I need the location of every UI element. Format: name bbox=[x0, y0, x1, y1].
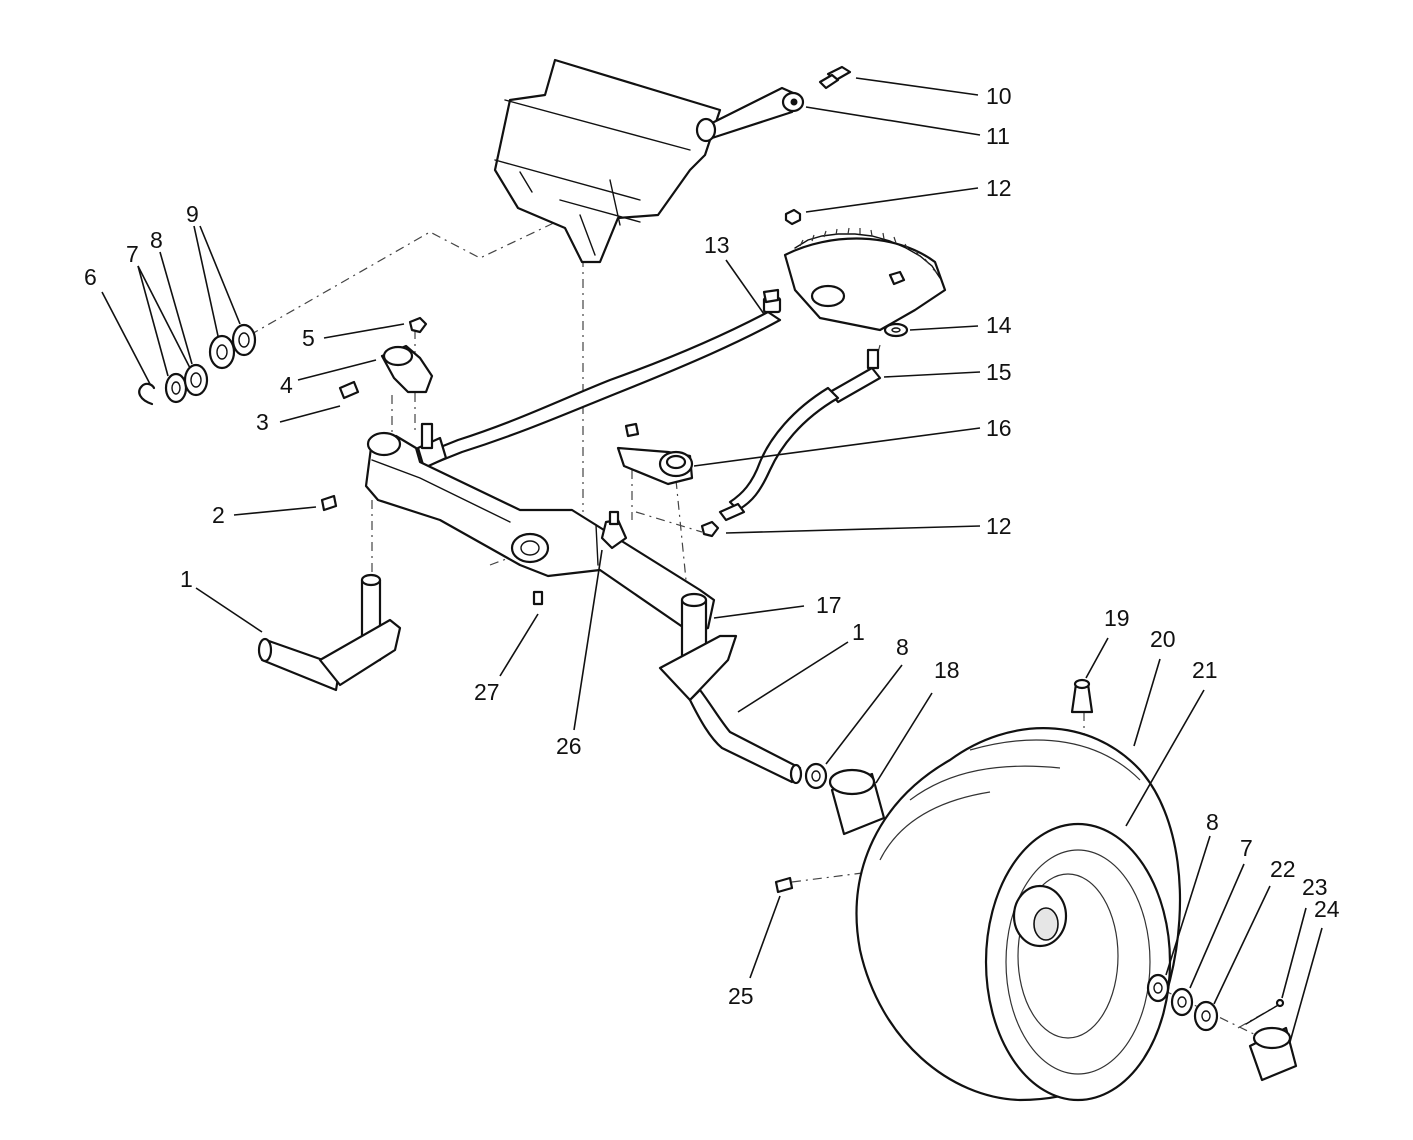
spindle-17-right bbox=[658, 592, 803, 785]
valve-25 bbox=[774, 876, 794, 894]
callout-labels: 10 11 12 13 14 15 16 12 17 1 8 18 19 20 … bbox=[84, 83, 1340, 1009]
callout-label: 22 bbox=[1270, 856, 1296, 882]
grease-fitting-2 bbox=[320, 494, 338, 512]
callout-label: 23 bbox=[1302, 874, 1328, 900]
steering-sector-gear bbox=[783, 227, 947, 332]
steering-arm-16 bbox=[616, 422, 694, 486]
drag-link-13 bbox=[416, 288, 782, 470]
callout-label: 24 bbox=[1314, 896, 1340, 922]
washer-22 bbox=[1193, 1000, 1219, 1032]
pivot-bracket-4 bbox=[380, 344, 434, 394]
callout-label: 6 bbox=[84, 264, 97, 290]
callout-label: 13 bbox=[704, 232, 730, 258]
nut-12-lower bbox=[700, 520, 720, 538]
tie-rod-15 bbox=[718, 348, 882, 522]
chassis-frame bbox=[493, 58, 722, 264]
callout-label: 21 bbox=[1192, 657, 1218, 683]
callout-label: 27 bbox=[474, 679, 500, 705]
washer-8-right bbox=[1146, 973, 1170, 1003]
callout-label: 19 bbox=[1104, 605, 1130, 631]
pivot-pin-11 bbox=[695, 86, 805, 143]
nut-12-top bbox=[784, 208, 802, 226]
callout-label: 18 bbox=[934, 657, 960, 683]
callout-label: 3 bbox=[256, 409, 269, 435]
callout-label: 20 bbox=[1150, 626, 1176, 652]
washer-14 bbox=[883, 322, 909, 338]
spacer-18 bbox=[828, 768, 886, 836]
leader-lines bbox=[101, 77, 1323, 1043]
washers-9-left bbox=[208, 323, 257, 370]
callout-label: 7 bbox=[1240, 835, 1253, 861]
callout-label: 1 bbox=[180, 566, 193, 592]
callout-label: 12 bbox=[986, 513, 1012, 539]
callout-label: 2 bbox=[212, 502, 225, 528]
callout-label: 7 bbox=[126, 241, 139, 267]
callout-label: 11 bbox=[986, 123, 1010, 149]
bolt-10 bbox=[818, 65, 852, 90]
washer-7-right bbox=[1170, 987, 1194, 1017]
callout-label: 25 bbox=[728, 983, 754, 1009]
callout-label: 10 bbox=[986, 83, 1012, 109]
cotter-pin-23 bbox=[1245, 998, 1285, 1025]
spindle-1-left bbox=[257, 573, 402, 692]
callout-label: 1 bbox=[852, 619, 865, 645]
callout-label: 8 bbox=[896, 634, 909, 660]
callout-label: 26 bbox=[556, 733, 582, 759]
washer-8-mid bbox=[804, 762, 828, 790]
callout-label: 12 bbox=[986, 175, 1012, 201]
callout-label: 16 bbox=[986, 415, 1012, 441]
callout-label: 9 bbox=[186, 201, 199, 227]
wheel-rim-21 bbox=[984, 822, 1172, 1102]
callout-label: 15 bbox=[986, 359, 1012, 385]
pin-3 bbox=[338, 380, 360, 400]
front-axle-beam bbox=[364, 431, 716, 634]
callout-label: 14 bbox=[986, 312, 1012, 338]
callout-label: 4 bbox=[280, 372, 293, 398]
washer-7-left bbox=[164, 372, 188, 404]
callout-label: 5 bbox=[302, 325, 315, 351]
valve-stem-19 bbox=[1070, 678, 1094, 714]
hub-cap-24 bbox=[1248, 1026, 1298, 1082]
grease-fitting-27 bbox=[532, 590, 544, 606]
callout-label: 8 bbox=[150, 227, 163, 253]
callout-label: 17 bbox=[816, 592, 842, 618]
washer-8-left bbox=[183, 363, 209, 397]
retaining-ring-6 bbox=[138, 382, 156, 406]
callout-label: 8 bbox=[1206, 809, 1219, 835]
nut-5 bbox=[408, 316, 428, 334]
stud-26 bbox=[600, 510, 628, 550]
